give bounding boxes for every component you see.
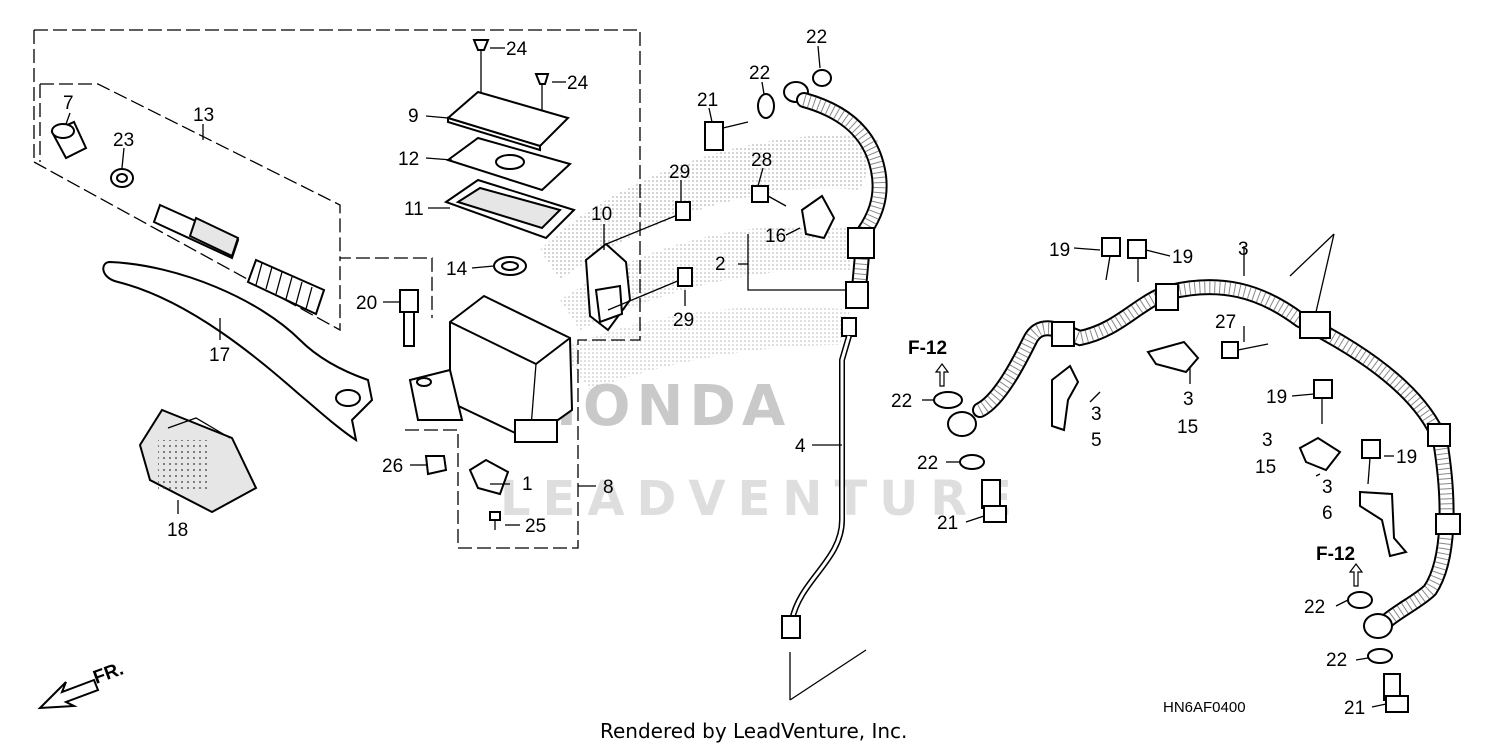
part-8-master-cylinder[interactable] (408, 294, 574, 443)
part-17-brake-lever[interactable] (102, 260, 374, 443)
direction-label: FR. (91, 658, 127, 688)
callout-28: 28 (751, 150, 772, 171)
callout-19-a: 19 (1049, 240, 1070, 261)
callout-8: 8 (603, 477, 614, 498)
callout-22-d: 22 (917, 453, 938, 474)
callout-1: 1 (522, 474, 533, 495)
callout-22-f: 22 (1326, 650, 1347, 671)
part-22-washer-r1[interactable] (1347, 591, 1373, 609)
part-4-brake-pipe[interactable] (781, 317, 867, 701)
diagram-code: HN6AF0400 (1163, 699, 1246, 716)
part-9-cap[interactable] (445, 90, 570, 152)
callout-3-d: 3 (1262, 430, 1273, 451)
callout-27: 27 (1215, 312, 1236, 333)
part-16-bracket[interactable] (800, 194, 836, 240)
callout-17: 17 (209, 345, 230, 366)
callout-3-c: 3 (1091, 404, 1102, 425)
part-7-boot[interactable] (50, 120, 88, 160)
part-29-bolts[interactable] (603, 201, 693, 311)
callout-9: 9 (408, 106, 419, 127)
callout-5: 5 (1091, 430, 1102, 451)
part-22-washer-top-a[interactable] (757, 93, 775, 119)
callout-21-b: 21 (937, 513, 958, 534)
callout-7: 7 (63, 93, 74, 114)
part-18-holder[interactable] (138, 408, 258, 514)
part-22-washer-r2[interactable] (1367, 648, 1393, 664)
part-10-clamp[interactable] (584, 242, 632, 332)
part-28-bolt[interactable] (751, 185, 787, 207)
callout-4: 4 (795, 436, 806, 457)
callout-12: 12 (398, 149, 419, 170)
footer-credit: Rendered by LeadVenture, Inc. (600, 719, 907, 743)
callout-22-a: 22 (749, 63, 770, 84)
callout-15-b: 15 (1255, 457, 1276, 478)
front-direction-arrow: FR. (37, 658, 127, 710)
callout-3-a: 3 (1238, 239, 1249, 260)
callout-21-a: 21 (697, 90, 718, 111)
callout-29-a: 29 (669, 162, 690, 183)
part-15-clamp-a[interactable] (1146, 340, 1200, 374)
part-12-plate[interactable] (445, 136, 572, 192)
part-1-switch[interactable] (468, 458, 510, 496)
callout-18: 18 (167, 520, 188, 541)
part-14-nut[interactable] (493, 256, 527, 276)
callout-19-c: 19 (1266, 387, 1287, 408)
label-f12-a: F-12 (908, 338, 947, 359)
part-2-upper-hose[interactable] (783, 81, 888, 309)
callout-21-c: 21 (1344, 698, 1365, 719)
part-22-washer-low[interactable] (959, 454, 985, 470)
part-21-bolt-mid[interactable] (981, 479, 1007, 523)
part-13-piston[interactable] (152, 203, 326, 316)
callout-19-d: 19 (1396, 447, 1417, 468)
callout-3-e: 3 (1322, 477, 1333, 498)
callout-22-b: 22 (806, 27, 827, 48)
watermark-dealer: LEADVENTURE (500, 471, 1024, 527)
callout-10: 10 (591, 204, 612, 225)
callout-22-c: 22 (891, 391, 912, 412)
part-3-lower-hose[interactable] (947, 279, 1461, 639)
callout-20: 20 (356, 293, 377, 314)
callout-13: 13 (193, 105, 214, 126)
callout-25: 25 (525, 516, 546, 537)
callout-26: 26 (382, 456, 403, 477)
part-22-washer-top-b[interactable] (812, 69, 832, 87)
callout-11: 11 (404, 199, 424, 220)
callout-22-e: 22 (1304, 597, 1325, 618)
callout-3-b: 3 (1183, 389, 1194, 410)
part-20-pivot-bolt[interactable] (399, 289, 419, 347)
callout-24-a: 24 (506, 39, 528, 60)
part-15-clamp-b[interactable] (1298, 436, 1342, 472)
callout-19-b: 19 (1172, 247, 1193, 268)
part-27-bolt[interactable] (1221, 341, 1269, 359)
part-19-bolts[interactable] (1101, 237, 1381, 485)
callout-29-b: 29 (673, 310, 694, 331)
callout-16: 16 (765, 226, 786, 247)
part-5-clamp[interactable] (1051, 364, 1080, 432)
part-25-screw[interactable] (489, 511, 501, 530)
part-6-clamp[interactable] (1359, 490, 1408, 558)
callout-14: 14 (446, 259, 468, 280)
callout-6: 6 (1322, 503, 1333, 524)
callouts: 7 23 13 17 18 24 24 9 12 11 14 20 26 1 2… (63, 27, 1417, 719)
callout-2: 2 (715, 254, 726, 275)
part-11-diaphragm[interactable] (443, 178, 576, 240)
callout-24-b: 24 (567, 73, 589, 94)
part-26-nut[interactable] (424, 455, 448, 476)
part-22-washer-mid[interactable] (933, 391, 963, 409)
part-21-bolt-top[interactable] (704, 121, 749, 151)
f12-arrow-a (934, 363, 950, 387)
part-23-ring[interactable] (110, 168, 134, 188)
callout-15-a: 15 (1177, 417, 1198, 438)
part-24-screw-a[interactable] (472, 39, 490, 98)
leader-lines (65, 45, 1394, 708)
callout-23: 23 (113, 130, 134, 151)
part-21-bolt-r[interactable] (1383, 673, 1409, 713)
f12-arrow-b (1348, 563, 1364, 587)
watermark: HONDA LEADVENTURE (500, 135, 1024, 527)
label-f12-b: F-12 (1316, 544, 1355, 565)
group-outlines (33, 29, 641, 549)
